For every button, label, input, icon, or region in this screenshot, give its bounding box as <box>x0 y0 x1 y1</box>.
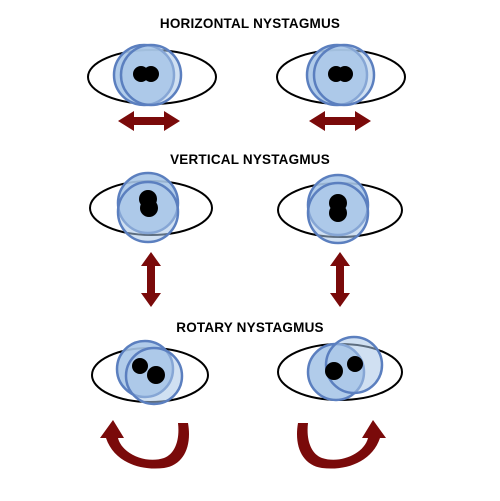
vertical-left-double-arrow-icon <box>141 252 161 307</box>
vertical-right-eye <box>277 173 403 245</box>
rotary-left-curved-arrow-icon <box>100 420 189 469</box>
horizontal-left-eye <box>87 43 217 107</box>
horizontal-nystagmus-title: HORIZONTAL NYSTAGMUS <box>159 16 341 31</box>
pupil-ghost <box>329 204 347 222</box>
pupil <box>325 362 343 380</box>
horizontal-right-eye <box>276 43 406 107</box>
rotary-nystagmus-title: ROTARY NYSTAGMUS <box>176 320 324 335</box>
vertical-right-double-arrow-icon <box>330 252 350 307</box>
pupil <box>132 358 148 374</box>
pupil-ghost <box>147 366 165 384</box>
pupil-ghost <box>337 66 353 82</box>
horizontal-right-double-arrow-icon <box>309 111 371 131</box>
vertical-nystagmus-title: VERTICAL NYSTAGMUS <box>170 152 330 167</box>
pupil-ghost <box>347 356 363 372</box>
rotary-left-eye <box>91 339 209 406</box>
pupil-ghost <box>143 66 159 82</box>
horizontal-left-double-arrow-icon <box>118 111 180 131</box>
rotary-right-eye <box>277 335 403 402</box>
rotary-right-curved-arrow-icon <box>297 420 386 469</box>
vertical-left-eye <box>89 171 213 244</box>
pupil-ghost <box>140 199 158 217</box>
